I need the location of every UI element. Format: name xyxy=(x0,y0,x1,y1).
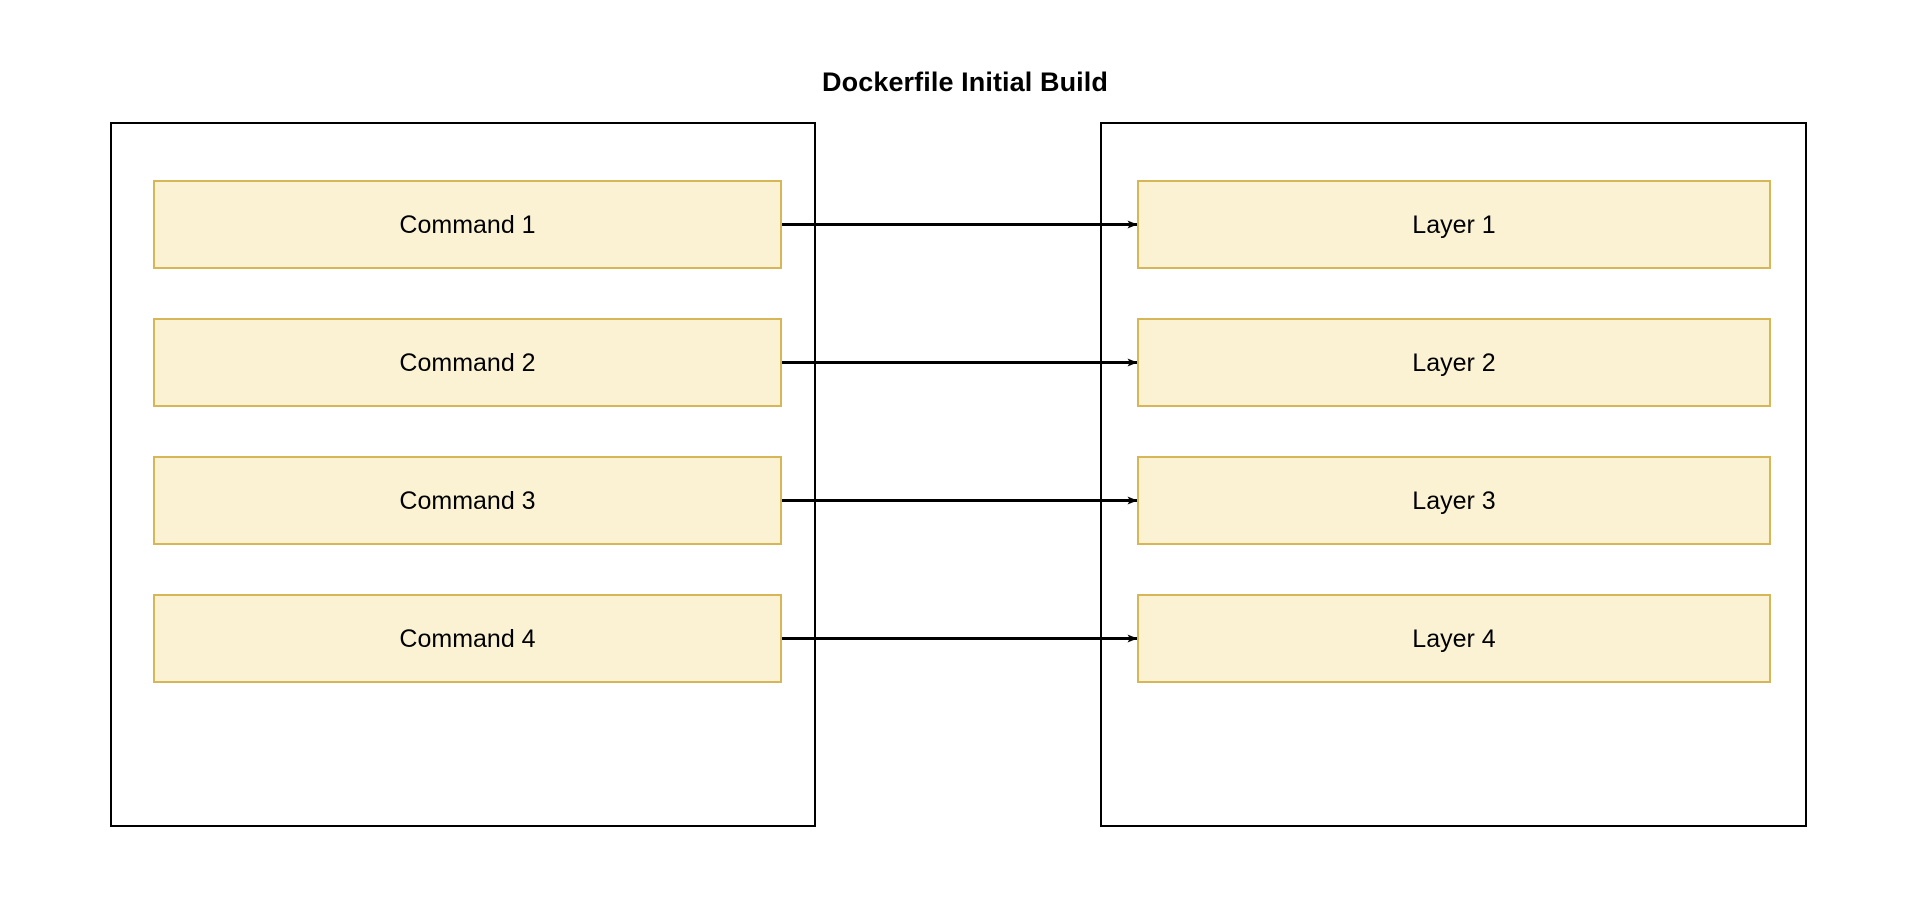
node-command-2[interactable]: Command 2 xyxy=(153,318,782,407)
node-layer-3[interactable]: Layer 3 xyxy=(1137,456,1771,545)
node-command-3[interactable]: Command 3 xyxy=(153,456,782,545)
node-layer-4[interactable]: Layer 4 xyxy=(1137,594,1771,683)
node-command-4[interactable]: Command 4 xyxy=(153,594,782,683)
page-title: Dockerfile Initial Build xyxy=(822,67,1108,97)
node-layer-2[interactable]: Layer 2 xyxy=(1137,318,1771,407)
node-layer-1[interactable]: Layer 1 xyxy=(1137,180,1771,269)
node-command-1[interactable]: Command 1 xyxy=(153,180,782,269)
